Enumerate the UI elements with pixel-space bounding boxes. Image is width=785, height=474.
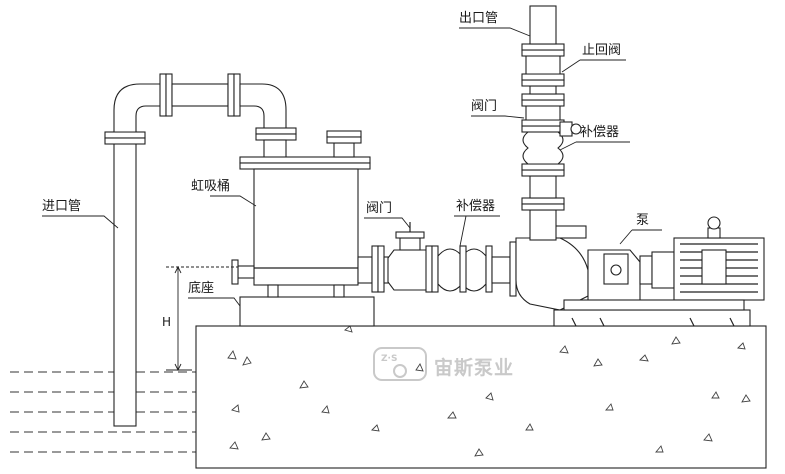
inlet-pipe [104,73,297,427]
label-base: 底座 [188,280,214,296]
water-body [10,371,196,453]
concrete-foundation [195,325,767,469]
svg-text:Z·S: Z·S [381,354,397,364]
label-pump: 泵 [636,213,649,228]
label-valve-lower: 阀门 [366,201,392,216]
label-compensator-upper: 补偿器 [580,125,619,140]
brand-watermark: 宙斯泵业 [434,356,514,379]
label-compensator-lower: 补偿器 [456,199,495,214]
discharge-riser [521,5,582,241]
height-label: H [162,315,171,329]
label-valve-upper: 阀门 [471,99,497,114]
leader-lines [42,27,662,307]
label-inlet-pipe: 进口管 [42,199,81,214]
zeus-logo-icon: Z·S [373,347,427,381]
tank-base [239,296,375,327]
suction-line [357,222,517,297]
label-siphon-tank: 虹吸桶 [191,179,230,194]
height-dimension: H [162,265,238,372]
label-outlet-pipe: 出口管 [459,11,498,26]
siphon-tank [231,130,371,298]
label-check-valve: 止回阀 [582,43,621,58]
